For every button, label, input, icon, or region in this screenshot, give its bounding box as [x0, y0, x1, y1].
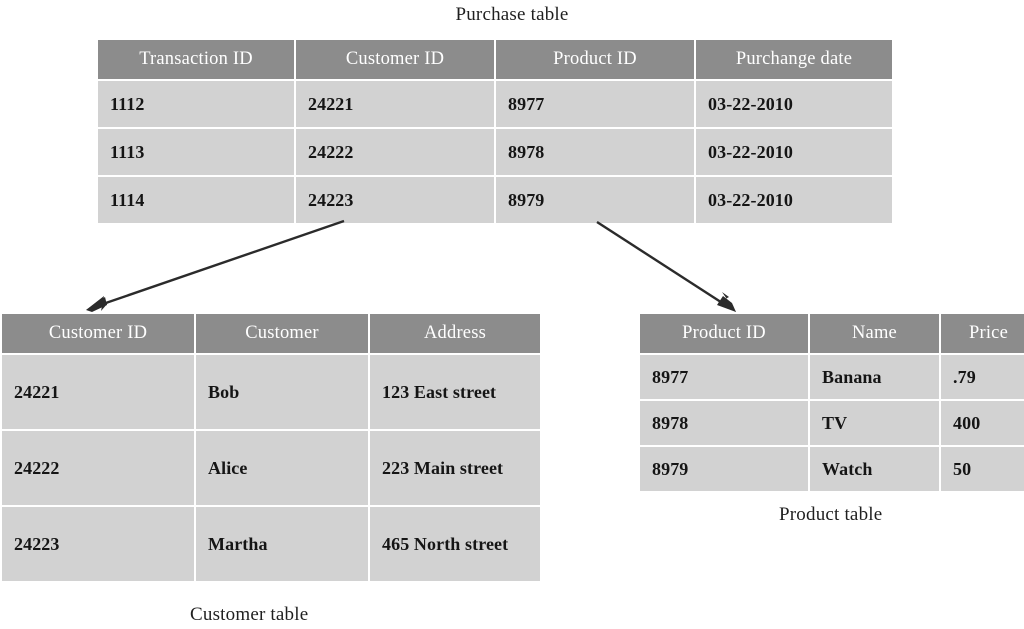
table-row: 1113 24222 8978 03-22-2010: [98, 129, 892, 175]
cell-customer-name: Bob: [196, 355, 368, 429]
cell-customer-id: 24223: [2, 507, 194, 581]
customer-id-foreign-key-arrow: [86, 219, 345, 312]
cell-customer-name: Martha: [196, 507, 368, 581]
table-row: 24222 Alice 223 Main street: [2, 431, 540, 505]
column-header-address: Address: [370, 314, 540, 353]
column-header-purchange-date: Purchange date: [696, 40, 892, 79]
cell-product-name: Watch: [810, 447, 939, 491]
table-row: 24223 Martha 465 North street: [2, 507, 540, 581]
cell-price: 400: [941, 401, 1024, 445]
column-header-customer-id: Customer ID: [296, 40, 494, 79]
column-header-transaction-id: Transaction ID: [98, 40, 294, 79]
cell-purchange-date: 03-22-2010: [696, 177, 892, 223]
cell-purchange-date: 03-22-2010: [696, 81, 892, 127]
purchase-table: Transaction ID Customer ID Product ID Pu…: [96, 38, 894, 225]
cell-customer-id: 24221: [2, 355, 194, 429]
cell-address: 465 North street: [370, 507, 540, 581]
cell-customer-id: 24222: [296, 129, 494, 175]
cell-product-id: 8979: [496, 177, 694, 223]
purchase-table-caption: Purchase table: [455, 4, 569, 25]
cell-product-id: 8977: [496, 81, 694, 127]
cell-product-name: TV: [810, 401, 939, 445]
table-row: 8979 Watch 50: [640, 447, 1024, 491]
cell-customer-id: 24221: [296, 81, 494, 127]
column-header-product-id: Product ID: [496, 40, 694, 79]
table-header-row: Customer ID Customer Address: [2, 314, 540, 353]
cell-purchange-date: 03-22-2010: [696, 129, 892, 175]
product-table: Product ID Name Price 8977 Banana .79 89…: [638, 312, 1024, 493]
cell-transaction-id: 1113: [98, 129, 294, 175]
product-id-foreign-key-arrow: [596, 220, 736, 312]
customer-table: Customer ID Customer Address 24221 Bob 1…: [0, 312, 542, 583]
table-header-row: Transaction ID Customer ID Product ID Pu…: [98, 40, 892, 79]
table-row: 1114 24223 8979 03-22-2010: [98, 177, 892, 223]
cell-address: 123 East street: [370, 355, 540, 429]
column-header-customer-id: Customer ID: [2, 314, 194, 353]
table-row: 24221 Bob 123 East street: [2, 355, 540, 429]
cell-product-id: 8978: [640, 401, 808, 445]
cell-product-id: 8979: [640, 447, 808, 491]
table-row: 8978 TV 400: [640, 401, 1024, 445]
table-row: 1112 24221 8977 03-22-2010: [98, 81, 892, 127]
cell-product-id: 8977: [640, 355, 808, 399]
column-header-customer: Customer: [196, 314, 368, 353]
cell-price: .79: [941, 355, 1024, 399]
product-table-caption: Product table: [779, 504, 883, 525]
table-header-row: Product ID Name Price: [640, 314, 1024, 353]
cell-product-id: 8978: [496, 129, 694, 175]
cell-price: 50: [941, 447, 1024, 491]
cell-customer-id: 24223: [296, 177, 494, 223]
cell-customer-name: Alice: [196, 431, 368, 505]
column-header-name: Name: [810, 314, 939, 353]
cell-address: 223 Main street: [370, 431, 540, 505]
cell-transaction-id: 1114: [98, 177, 294, 223]
column-header-price: Price: [941, 314, 1024, 353]
cell-product-name: Banana: [810, 355, 939, 399]
customer-table-caption: Customer table: [190, 604, 309, 625]
cell-customer-id: 24222: [2, 431, 194, 505]
cell-transaction-id: 1112: [98, 81, 294, 127]
column-header-product-id: Product ID: [640, 314, 808, 353]
table-row: 8977 Banana .79: [640, 355, 1024, 399]
